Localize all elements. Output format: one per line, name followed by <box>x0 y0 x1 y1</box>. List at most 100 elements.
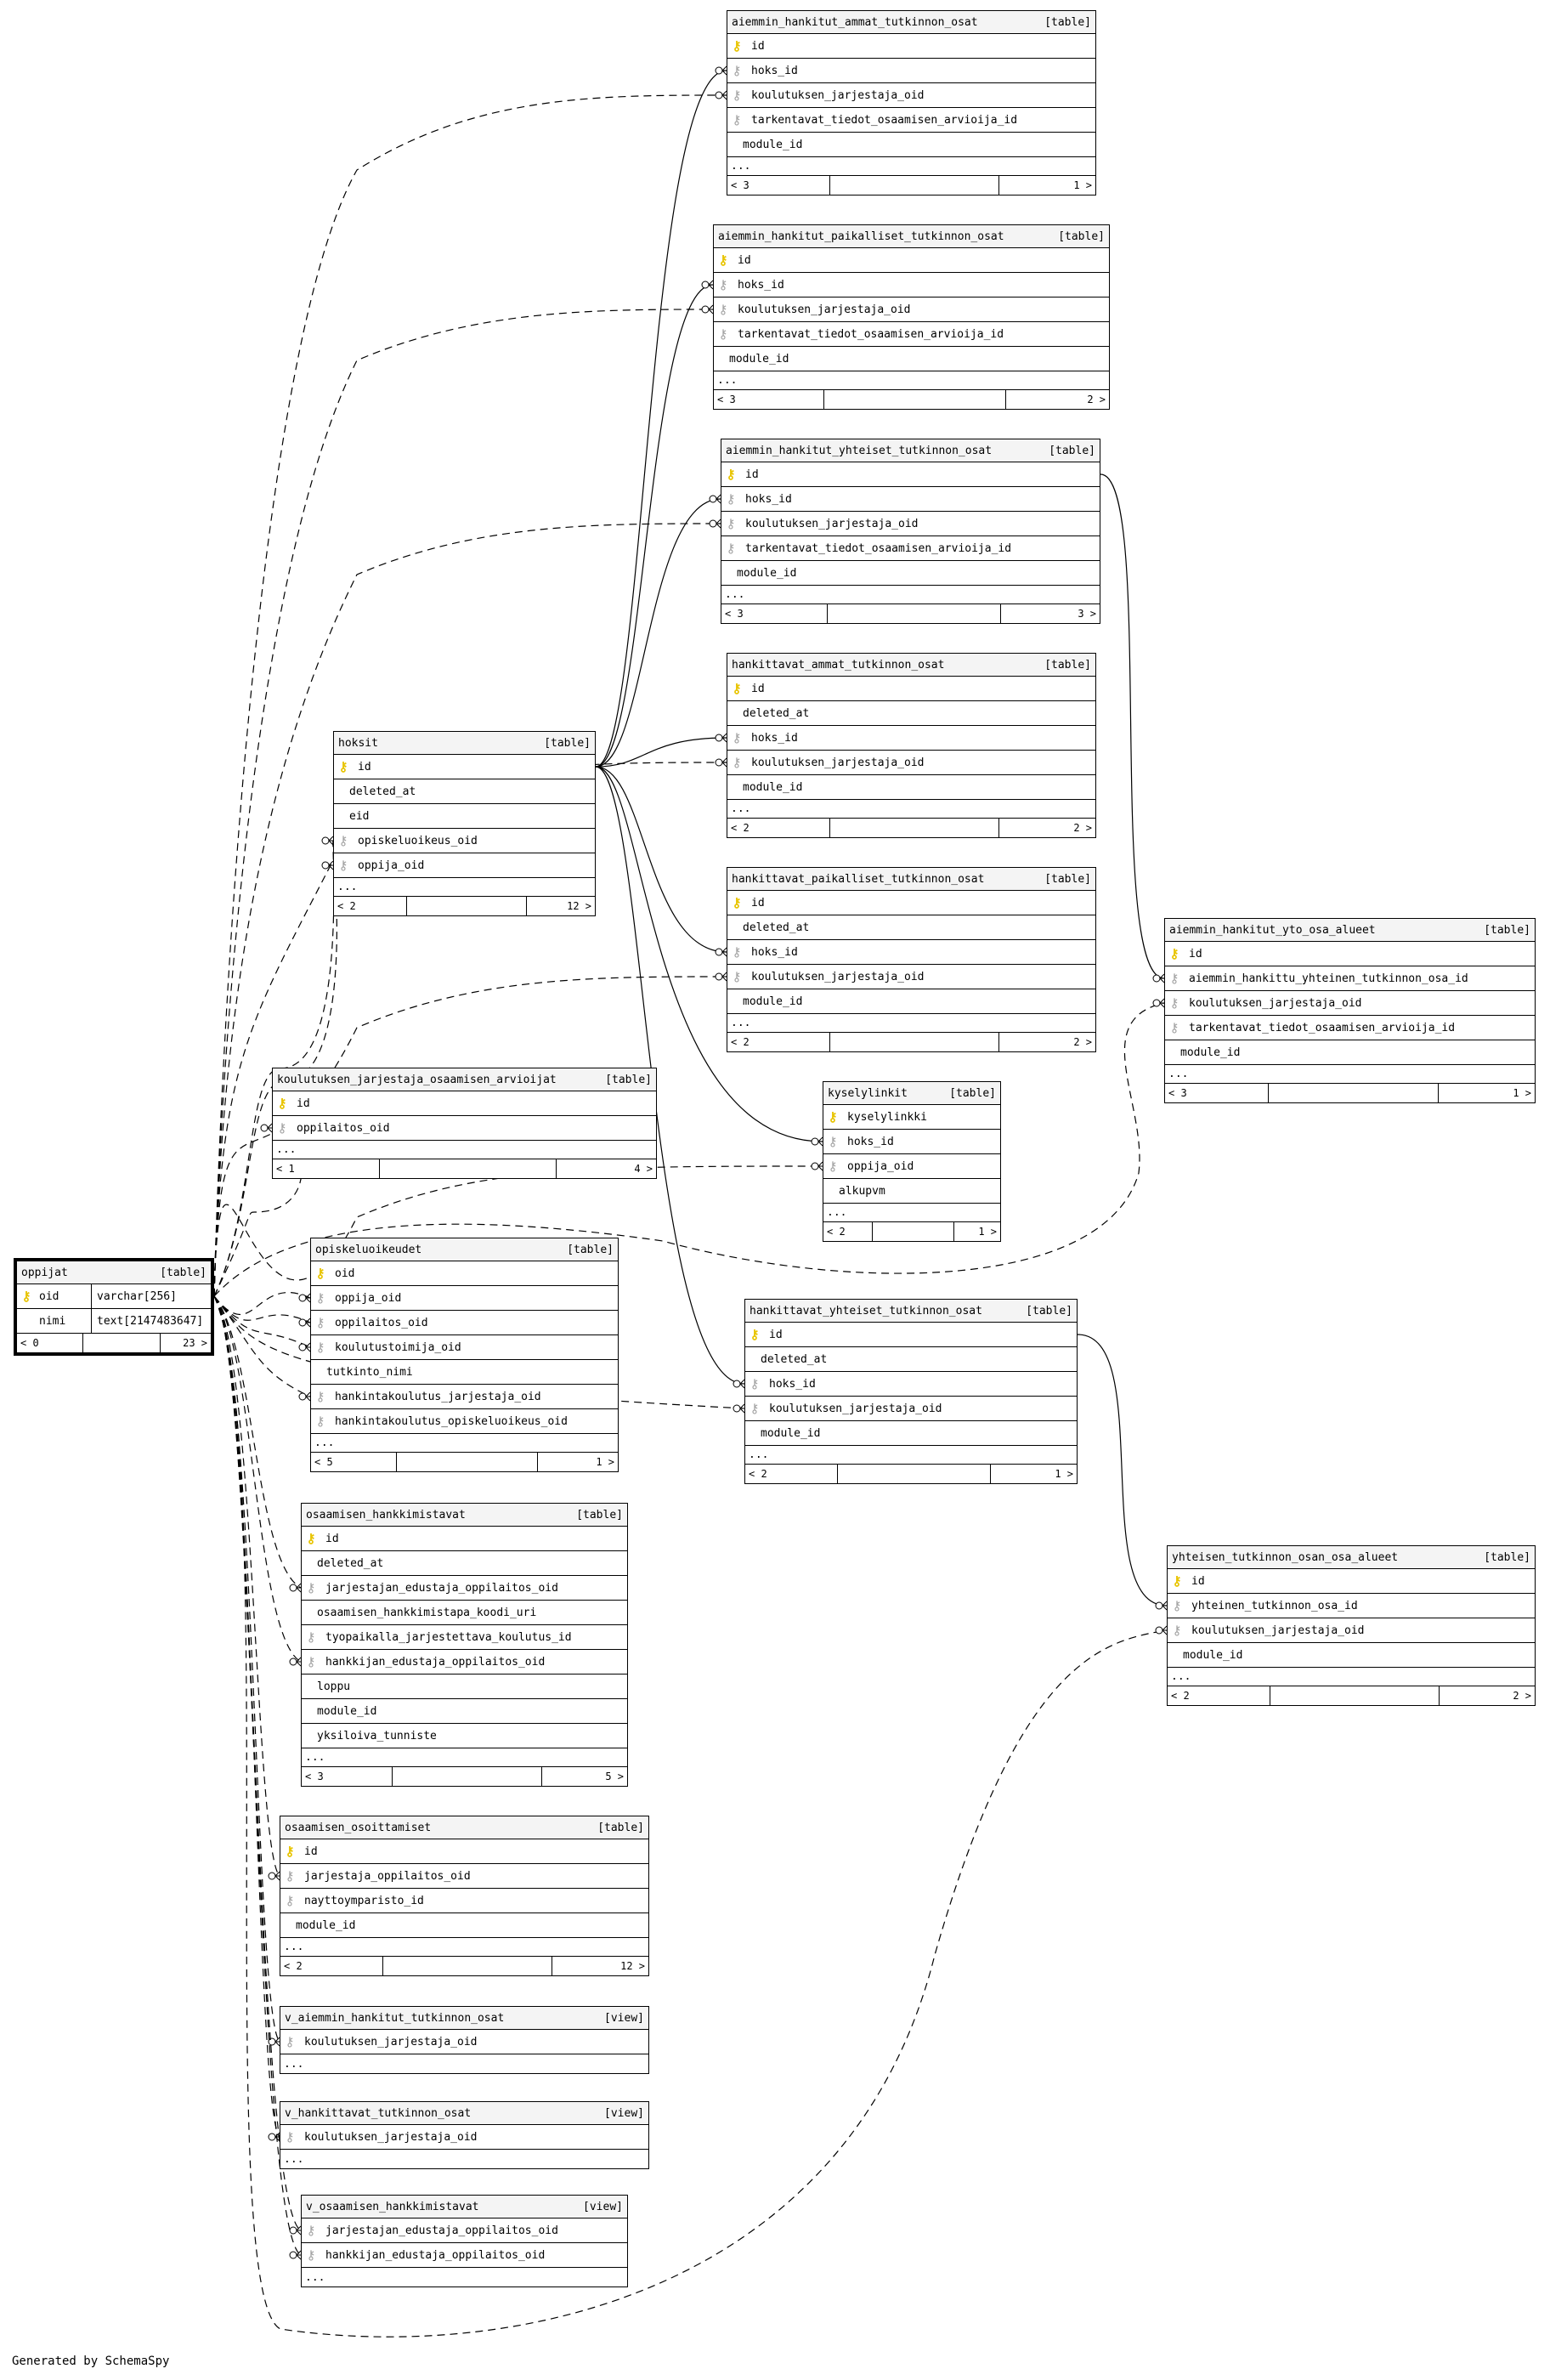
children-count[interactable]: 4 > <box>634 1163 653 1175</box>
column-name: id <box>297 1096 310 1110</box>
zero-or-many-marker <box>268 1872 276 1880</box>
foreign-key-icon: ⚷ <box>315 1340 325 1355</box>
column-name: deleted_at <box>743 921 810 934</box>
parents-count[interactable]: < 2 <box>727 819 831 837</box>
table-aiemmin-hankitut-yto-osa-alueet[interactable]: aiemmin_hankitut_yto_osa_alueet[table]⚷i… <box>1164 918 1536 1103</box>
zero-or-many-marker <box>289 1584 297 1592</box>
column-row: ⚷hankintakoulutus_jarjestaja_oid <box>311 1385 618 1409</box>
parents-count[interactable]: < 2 <box>745 1465 839 1483</box>
column-row: ⚷tyopaikalla_jarjestettava_koulutus_id <box>302 1625 627 1650</box>
table-yhteisen-tutkinnon-osan-osa-alueet[interactable]: yhteisen_tutkinnon_osan_osa_alueet[table… <box>1167 1545 1536 1706</box>
parents-count[interactable]: < 5 <box>311 1453 398 1471</box>
foreign-key-icon: ⚷ <box>732 88 742 103</box>
more-columns: ... <box>727 800 1095 819</box>
table-kind: [table] <box>160 1266 206 1279</box>
table-v-hankittavat-tutkinnon-osat[interactable]: v_hankittavat_tutkinnon_osat[view]⚷koulu… <box>280 2101 649 2169</box>
column-row: ⚷tarkentavat_tiedot_osaamisen_arvioija_i… <box>1165 1016 1535 1040</box>
key-icon: ⚷ <box>315 1266 325 1281</box>
parents-count[interactable]: < 3 <box>727 176 831 195</box>
table-footer: < 3 2 > <box>714 390 1109 409</box>
children-count[interactable]: 1 > <box>596 1456 614 1468</box>
column-name: deleted_at <box>317 1556 384 1570</box>
foreign-key-icon: ⚷ <box>828 1159 838 1174</box>
table-kind: [table] <box>1049 444 1095 457</box>
parents-count[interactable]: < 2 <box>280 1957 384 1975</box>
parents-count[interactable]: < 1 <box>273 1159 381 1178</box>
more-columns: ... <box>284 2153 304 2166</box>
parents-count[interactable]: < 2 <box>1168 1686 1270 1705</box>
parents-count[interactable]: < 0 <box>17 1334 83 1352</box>
column-name: module_id <box>296 1918 356 1932</box>
parents-count[interactable]: < 2 <box>727 1033 831 1051</box>
column-name: module_id <box>729 352 789 366</box>
children-count[interactable]: 23 > <box>183 1337 207 1349</box>
zero-or-many-marker <box>715 972 723 981</box>
column-row: module_id <box>727 989 1095 1014</box>
children-count[interactable]: 2 > <box>1073 822 1092 834</box>
table-kind: [table] <box>576 1508 623 1522</box>
column-row: ⚷jarjestajan_edustaja_oppilaitos_oid <box>302 1576 627 1601</box>
children-count[interactable]: 1 > <box>978 1226 997 1238</box>
children-count[interactable]: 12 > <box>567 900 591 912</box>
children-count[interactable]: 12 > <box>620 1960 645 1972</box>
more-columns: ... <box>714 371 1109 390</box>
column-row: ⚷koulutuksen_jarjestaja_oid <box>1168 1618 1535 1643</box>
foreign-key-icon: ⚷ <box>726 516 736 531</box>
column-row: module_id <box>727 775 1095 800</box>
parents-count[interactable]: < 3 <box>1165 1084 1269 1102</box>
children-count[interactable]: 3 > <box>1078 608 1096 620</box>
crows-foot <box>721 947 727 957</box>
footer-spacer <box>397 1453 539 1471</box>
table-aiemmin-hankitut-ammat-tutkinnon-osat[interactable]: aiemmin_hankitut_ammat_tutkinnon_osat[ta… <box>727 10 1096 196</box>
zero-or-many-marker <box>289 1658 297 1666</box>
foreign-key-icon: ⚷ <box>1169 971 1179 986</box>
parents-count[interactable]: < 3 <box>302 1767 393 1786</box>
table-hankittavat-yhteiset-tutkinnon-osat[interactable]: hankittavat_yhteiset_tutkinnon_osat[tabl… <box>744 1299 1078 1484</box>
parents-count[interactable]: < 3 <box>714 390 825 409</box>
more-columns: ... <box>727 157 1095 176</box>
children-count[interactable]: 2 > <box>1513 1690 1531 1702</box>
table-footer: < 2 2 > <box>727 819 1095 837</box>
table-opiskeluoikeudet[interactable]: opiskeluoikeudet[table]⚷oid⚷oppija_oid⚷o… <box>310 1238 619 1472</box>
parents-count[interactable]: < 2 <box>823 1222 874 1241</box>
children-count[interactable]: 5 > <box>605 1771 624 1782</box>
children-count[interactable]: 1 > <box>1055 1468 1073 1480</box>
children-count[interactable]: 1 > <box>1073 179 1092 191</box>
table-kind: [view] <box>604 2106 644 2120</box>
table-hankittavat-ammat-tutkinnon-osat[interactable]: hankittavat_ammat_tutkinnon_osat[table]⚷… <box>727 653 1096 838</box>
column-row: module_id <box>745 1421 1077 1446</box>
crows-foot <box>296 1583 302 1593</box>
children-count[interactable]: 2 > <box>1073 1036 1092 1048</box>
column-name: module_id <box>317 1704 377 1718</box>
crows-foot <box>739 1379 745 1389</box>
table-v-osaamisen-hankkimistavat[interactable]: v_osaamisen_hankkimistavat[view]⚷jarjest… <box>301 2195 628 2287</box>
children-count[interactable]: 1 > <box>1513 1087 1531 1099</box>
table-v-aiemmin-hankitut-tutkinnon-osat[interactable]: v_aiemmin_hankitut_tutkinnon_osat[view]⚷… <box>280 2006 649 2074</box>
column-row: eid <box>334 804 595 829</box>
table-aiemmin-hankitut-yhteiset-tutkinnon-osat[interactable]: aiemmin_hankitut_yhteiset_tutkinnon_osat… <box>721 439 1100 624</box>
column-name: koulutuksen_jarjestaja_oid <box>745 517 919 530</box>
table-kind: [table] <box>1058 230 1105 243</box>
table-kyselylinkit[interactable]: kyselylinkit[table]⚷kyselylinkki⚷hoks_id… <box>823 1081 1001 1242</box>
foreign-key-icon: ⚷ <box>732 730 742 745</box>
table-koulutuksen-jarjestaja-osaamisen-arvioijat[interactable]: koulutuksen_jarjestaja_osaamisen_arvioij… <box>272 1068 657 1179</box>
table-aiemmin-hankitut-paikalliset-tutkinnon-osat[interactable]: aiemmin_hankitut_paikalliset_tutkinnon_o… <box>713 224 1110 410</box>
column-name: koulutuksen_jarjestaja_oid <box>1189 996 1362 1010</box>
parents-count[interactable]: < 2 <box>334 897 407 915</box>
foreign-key-icon: ⚷ <box>732 944 742 960</box>
table-hankittavat-paikalliset-tutkinnon-osat[interactable]: hankittavat_paikalliset_tutkinnon_osat[t… <box>727 867 1096 1052</box>
table-name: aiemmin_hankitut_paikalliset_tutkinnon_o… <box>718 230 1004 243</box>
parents-count[interactable]: < 3 <box>721 604 828 623</box>
table-kind: [table] <box>1044 658 1091 672</box>
column-name: id <box>325 1532 339 1545</box>
table-osaamisen-osoittamiset[interactable]: osaamisen_osoittamiset[table]⚷id⚷jarjest… <box>280 1816 649 1976</box>
crows-foot <box>721 90 727 100</box>
children-count[interactable]: 2 > <box>1087 394 1106 405</box>
table-footer: < 2 2 > <box>1168 1686 1535 1705</box>
table-footer: < 3 5 > <box>302 1767 627 1786</box>
more-columns: ... <box>280 1938 648 1957</box>
crows-foot <box>1159 973 1165 983</box>
